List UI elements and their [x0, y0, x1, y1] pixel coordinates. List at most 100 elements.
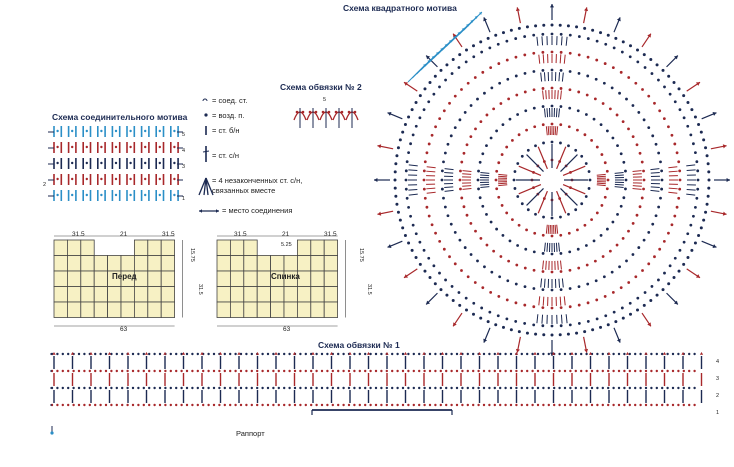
- edging1-chain: [439, 386, 442, 390]
- edging1-chain: [466, 352, 469, 356]
- edging1-chain: [293, 403, 297, 407]
- motif-chain-dot: [506, 77, 510, 81]
- motif-cluster-stitch: [686, 164, 696, 167]
- motif-chain-dot: [550, 104, 554, 108]
- motif-outer-dot: [699, 130, 703, 134]
- edging1-chain: [347, 386, 351, 390]
- pattern-cell: [107, 255, 122, 272]
- motif-outer-dot: [629, 44, 632, 48]
- motif-outer-dot: [414, 256, 418, 259]
- edging1-chain: [504, 386, 507, 390]
- motif-chain-dot: [523, 285, 527, 289]
- motif-chain-dot: [643, 291, 647, 294]
- edging1-chain: [693, 386, 696, 390]
- motif-chain-dot: [476, 178, 480, 182]
- motif-outer-dot: [403, 234, 407, 238]
- motif-chain-dot: [414, 124, 418, 128]
- motif-outer-dot: [599, 31, 603, 35]
- motif-chain-dot: [453, 262, 457, 266]
- edging1-top-arrow: [366, 352, 371, 355]
- edging1-chain: [693, 403, 696, 407]
- motif-cluster-stitch: [558, 108, 561, 118]
- motif-cluster-stitch: [668, 187, 678, 190]
- edging1-chain: [666, 352, 669, 356]
- edging1-chain: [61, 352, 64, 356]
- edging2-chain: [295, 110, 299, 114]
- motif-outer-dot: [479, 40, 483, 44]
- edging1-chain: [428, 352, 432, 356]
- edging1-chain: [94, 369, 97, 373]
- edging1-chain: [256, 386, 259, 390]
- motif-chain-dot: [615, 243, 619, 247]
- edging1-chain: [142, 403, 145, 407]
- edging1-top-arrow: [699, 352, 704, 355]
- motif-chain-dot: [568, 70, 572, 73]
- edging1-chain: [380, 403, 383, 407]
- connecting-chain: [173, 145, 176, 149]
- motif-chain-dot: [478, 160, 482, 164]
- pattern-cell: [229, 286, 245, 303]
- pattern-cell: [93, 255, 108, 272]
- legend-dc: = ст. с/н: [212, 151, 239, 160]
- motif-outer-dot: [445, 293, 449, 297]
- edging1-chain: [250, 369, 253, 373]
- motif-chain-dot: [533, 231, 537, 235]
- motif-outer-dot: [614, 320, 618, 324]
- edging1-chain: [320, 369, 324, 373]
- edging1-chain: [207, 403, 210, 407]
- connecting-row-1: 1: [182, 196, 186, 202]
- motif-chain-dot: [498, 81, 502, 85]
- motif-chain-dot: [559, 32, 563, 36]
- edging1-chain: [650, 403, 653, 407]
- edging1-chain: [655, 403, 658, 407]
- motif-outer-dot: [398, 138, 402, 142]
- edging1-chain: [477, 369, 480, 373]
- edging1-chain: [666, 369, 669, 373]
- edging1-top-arrow: [52, 352, 56, 355]
- edging1-chain: [158, 386, 162, 390]
- motif-chain-dot: [595, 211, 599, 215]
- edging1-chain: [434, 369, 437, 373]
- edging1-chain: [580, 386, 583, 390]
- edging1-chain: [175, 386, 178, 390]
- motif-chain-dot: [625, 259, 628, 263]
- motif-cluster-stitch: [596, 173, 606, 176]
- motif-join-arrow-head: [453, 322, 457, 327]
- edging1-chain: [590, 403, 594, 407]
- motif-join-arrow-head: [584, 348, 589, 353]
- connecting-row-2: 2: [43, 182, 47, 188]
- edging1-chain: [77, 352, 81, 356]
- motif-chain-dot: [409, 142, 412, 146]
- motif-spoke: [537, 146, 548, 170]
- motif-chain-dot: [508, 117, 512, 121]
- motif-chain-dot: [438, 271, 441, 275]
- motif-chain-dot: [481, 152, 485, 156]
- motif-cluster-stitch: [559, 260, 562, 270]
- connecting-motif-title: Схема соединительного мотива: [52, 112, 188, 122]
- motif-outer-dot: [407, 241, 411, 245]
- motif-chain-dot: [677, 196, 681, 200]
- motif-outer-dot: [486, 320, 490, 324]
- edging1-chain: [104, 352, 108, 356]
- motif-join-arrow-head: [616, 338, 621, 343]
- edging1-chain: [607, 403, 610, 407]
- motif-outer-dot: [464, 48, 468, 52]
- edging1-chain: [504, 403, 507, 407]
- edging1-chain: [196, 352, 199, 356]
- motif-chain-dot: [517, 223, 521, 227]
- edging1-chain: [196, 369, 199, 373]
- motif-chain-dot: [577, 303, 581, 307]
- edging1-chain: [347, 403, 351, 407]
- motif-chain-dot: [444, 278, 447, 282]
- edging1-chain: [466, 386, 469, 390]
- edging1-top-arrow: [274, 352, 278, 355]
- cluster-symbol-leg: [198, 177, 207, 196]
- pattern-cell: [80, 255, 95, 272]
- edging1-chain: [445, 386, 448, 390]
- edging1-chain: [99, 369, 102, 373]
- motif-outer-dot: [682, 262, 686, 266]
- motif-chain-dot: [407, 205, 410, 209]
- edging1-top-arrow: [311, 352, 315, 355]
- motif-join-arrow-head: [403, 82, 408, 86]
- edging1-chain: [288, 403, 291, 407]
